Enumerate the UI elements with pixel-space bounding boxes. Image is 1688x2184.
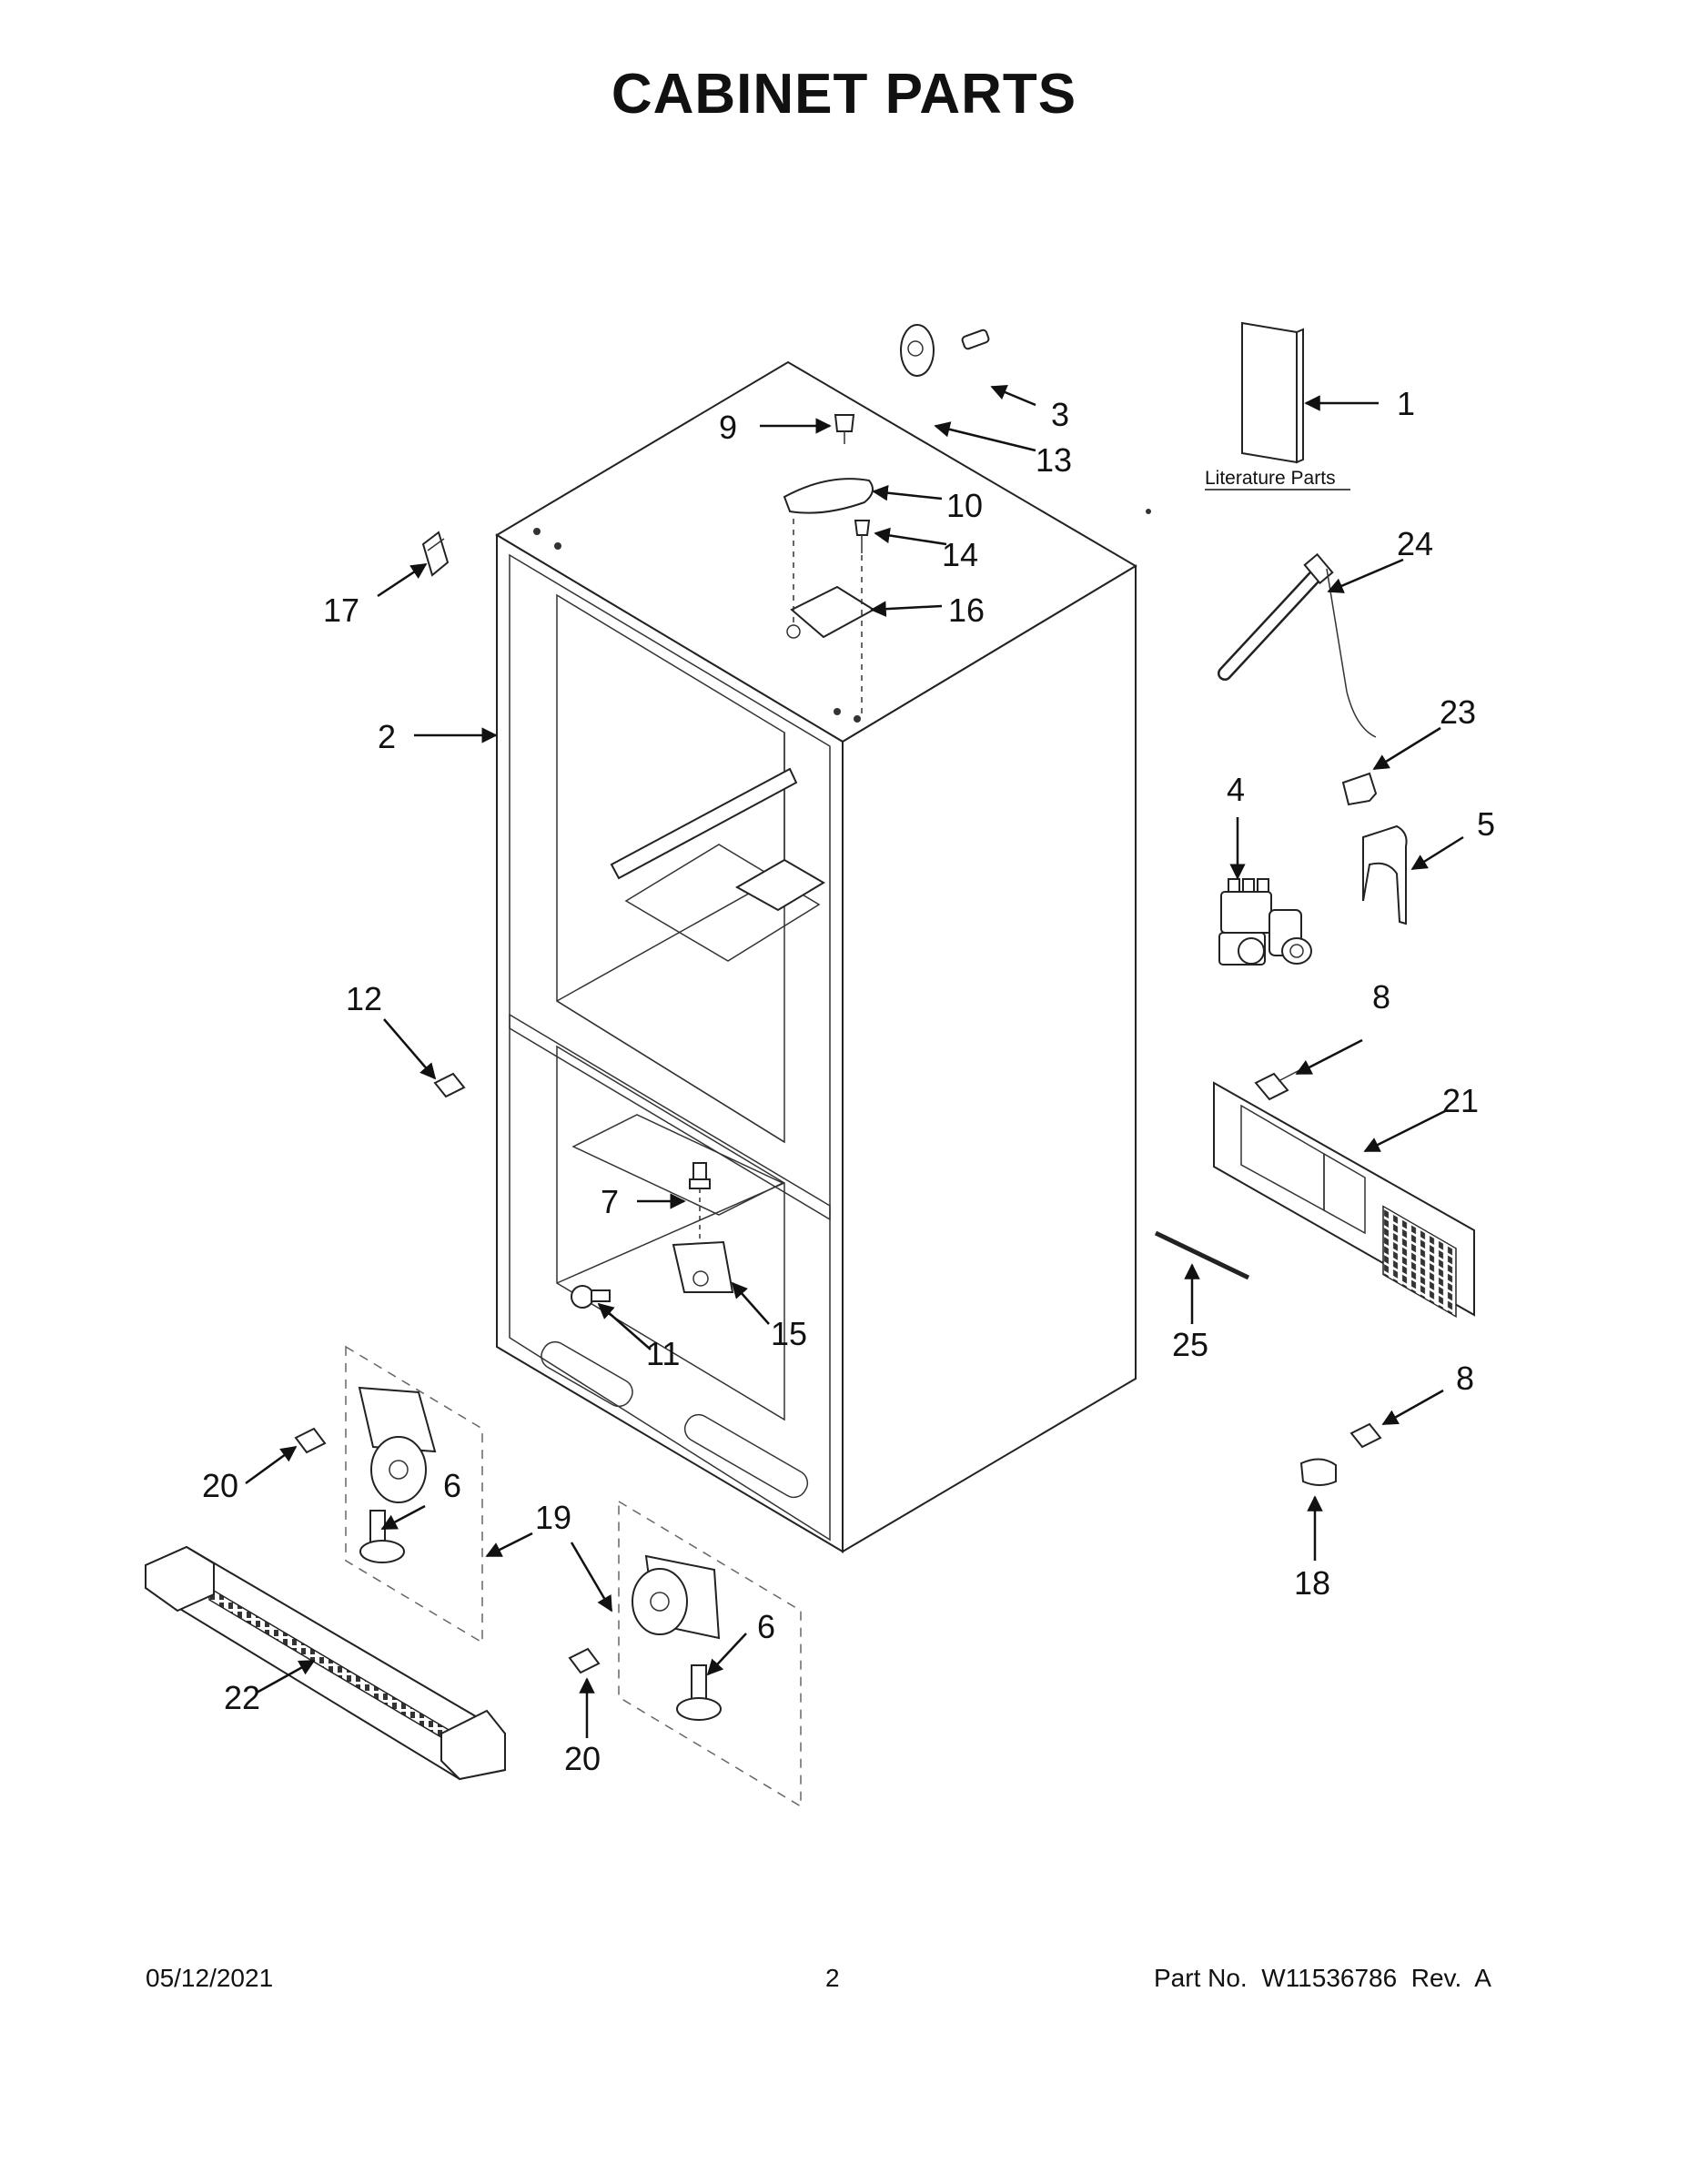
callout-6-right: 6: [757, 1608, 775, 1645]
callout-11: 11: [646, 1335, 680, 1372]
screw-20-right: [568, 1647, 601, 1674]
callout-15: 15: [771, 1315, 807, 1352]
leader-arrows: [245, 384, 1464, 1738]
callout-25: 25: [1172, 1326, 1208, 1363]
screw-lower-8: [1349, 1422, 1382, 1449]
bracket-18: [1299, 1458, 1337, 1486]
callout-7: 7: [601, 1183, 619, 1220]
top-hinge-assembly: [783, 324, 990, 719]
rear-roller-right: [618, 1500, 802, 1808]
callout-2: 2: [378, 718, 396, 755]
callout-16: 16: [948, 592, 985, 629]
callout-5: 5: [1477, 805, 1495, 843]
callout-24: 24: [1397, 525, 1433, 562]
callout-20-right: 20: [564, 1740, 601, 1777]
page-title: CABINET PARTS: [611, 63, 1077, 126]
callout-22: 22: [224, 1679, 260, 1716]
valve-cover: [1362, 824, 1408, 925]
footer-part-number: Part No. W11536786 Rev. A: [1154, 1964, 1491, 1992]
literature-parts-label: Literature Parts: [1205, 468, 1336, 489]
screw-11: [571, 1285, 611, 1309]
callout-12: 12: [346, 980, 382, 1017]
callout-20-left: 20: [202, 1467, 238, 1504]
callout-19: 19: [535, 1499, 571, 1536]
footer-date: 05/12/2021: [146, 1964, 274, 1992]
callout-21: 21: [1442, 1082, 1479, 1119]
callout-8-upper: 8: [1372, 978, 1390, 1016]
callout-14: 14: [942, 536, 978, 573]
screw-upper-8: [1254, 1068, 1302, 1101]
callout-13: 13: [1036, 441, 1072, 479]
literature-parts-booklet: Literature Parts: [1205, 321, 1350, 490]
callout-9: 9: [719, 409, 737, 446]
callout-numbers: 1 2 3 4 5 6 6 7 8 8 9 10 11 12 13 14 15 …: [202, 385, 1495, 1777]
water-valve: [1218, 878, 1312, 966]
callout-18: 18: [1294, 1564, 1330, 1602]
bracket-15: [672, 1240, 734, 1293]
callout-10: 10: [946, 487, 983, 524]
screw-20-left: [294, 1427, 327, 1454]
callout-4: 4: [1227, 771, 1245, 808]
callout-3: 3: [1051, 396, 1069, 433]
cabinet-shell: [495, 360, 1151, 1553]
rear-access-cover: [1154, 1081, 1475, 1318]
water-tube-assembly: [1218, 552, 1378, 806]
callout-6-left: 6: [443, 1467, 461, 1504]
callout-8-lower: 8: [1456, 1360, 1474, 1397]
toe-grille: [145, 1545, 506, 1781]
door-stop-bracket: [421, 531, 450, 577]
callout-1: 1: [1397, 385, 1415, 422]
screw-12: [433, 1072, 466, 1098]
footer-page-number: 2: [825, 1964, 840, 1992]
callout-17: 17: [323, 592, 359, 629]
rear-roller-left: [345, 1345, 483, 1644]
callout-23: 23: [1440, 693, 1476, 731]
